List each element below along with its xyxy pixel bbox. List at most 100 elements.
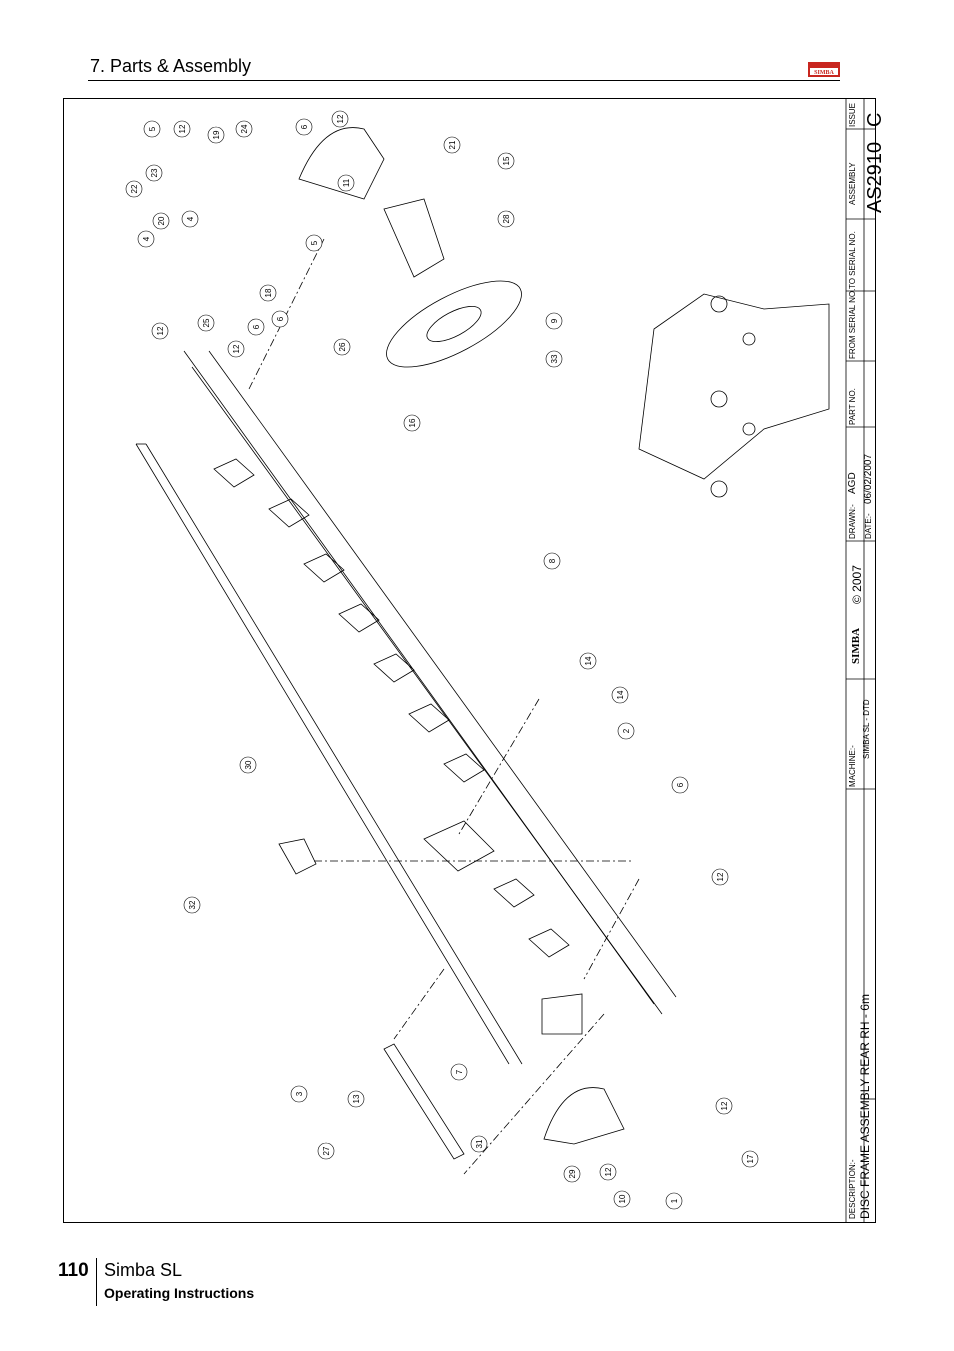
callout-label: 10	[618, 1194, 627, 1203]
callout-4: 4	[137, 230, 155, 248]
drawn-by: AGD	[847, 472, 858, 494]
drawing-date: 06/02/2007	[863, 453, 874, 504]
callout-17: 17	[741, 1150, 759, 1168]
from-serial-label: FROM SERIAL NO.	[848, 288, 857, 359]
date-label: DATE:-	[864, 513, 873, 539]
callout-6: 6	[671, 776, 689, 794]
callout-label: 18	[264, 288, 273, 297]
callout-label: 7	[455, 1069, 464, 1074]
callout-label: 24	[240, 124, 249, 133]
brand-logo-text: SIMBA	[814, 70, 834, 76]
callout-label: 30	[244, 760, 253, 769]
callout-9: 9	[545, 312, 563, 330]
callout-12: 12	[173, 120, 191, 138]
callout-label: 5	[148, 126, 157, 131]
callout-19: 19	[207, 126, 225, 144]
callout-16: 16	[403, 414, 421, 432]
callout-label: 12	[720, 1101, 729, 1110]
header-rule	[88, 80, 840, 81]
callout-label: 25	[202, 318, 211, 327]
callout-14: 14	[579, 652, 597, 670]
callout-label: 4	[186, 216, 195, 221]
callout-label: 12	[336, 114, 345, 123]
callout-8: 8	[543, 552, 561, 570]
callout-31: 31	[470, 1135, 488, 1153]
callout-1: 1	[665, 1192, 683, 1210]
callout-10: 10	[613, 1190, 631, 1208]
callout-label: 12	[178, 124, 187, 133]
callout-6: 6	[247, 318, 265, 336]
issue-label: ISSUE	[848, 102, 857, 127]
callout-5: 5	[143, 120, 161, 138]
callout-label: 20	[157, 216, 166, 225]
callout-12: 12	[227, 340, 245, 358]
callout-label: 6	[300, 124, 309, 129]
callout-23: 23	[145, 164, 163, 182]
product-name: Simba SL	[104, 1260, 183, 1280]
callout-label: 22	[130, 184, 139, 193]
footer-divider	[96, 1258, 97, 1306]
callout-6: 6	[295, 118, 313, 136]
callout-22: 22	[125, 180, 143, 198]
callout-label: 12	[232, 344, 241, 353]
assembly-label: ASSEMBLY	[848, 162, 857, 205]
callout-label: 33	[550, 354, 559, 363]
callout-label: 28	[502, 214, 511, 223]
callout-label: 6	[276, 316, 285, 321]
section-title: 7. Parts & Assembly	[90, 56, 252, 76]
callout-33: 33	[545, 350, 563, 368]
callout-label: 12	[716, 872, 725, 881]
page-number: 110	[58, 1260, 89, 1281]
callout-label: 5	[310, 240, 319, 245]
callout-label: 9	[550, 318, 559, 323]
callout-25: 25	[197, 314, 215, 332]
callout-12: 12	[331, 110, 349, 128]
description-label: DESCRIPTION:-	[848, 1159, 857, 1219]
callout-12: 12	[599, 1163, 617, 1181]
callout-21: 21	[443, 136, 461, 154]
callout-label: 13	[352, 1094, 361, 1103]
callout-label: 27	[322, 1146, 331, 1155]
callout-29: 29	[563, 1165, 581, 1183]
callout-label: 8	[548, 558, 557, 563]
company-logo: SIMBA	[850, 627, 862, 664]
copyright: © 2007	[850, 565, 864, 604]
callout-label: 14	[584, 656, 593, 665]
to-serial-label: TO SERIAL NO.	[848, 231, 857, 289]
callout-30: 30	[239, 756, 257, 774]
callout-label: 12	[604, 1167, 613, 1176]
callout-27: 27	[317, 1142, 335, 1160]
callout-label: 4	[142, 236, 151, 241]
callout-13: 13	[347, 1090, 365, 1108]
issue-value: C	[864, 112, 886, 127]
doc-subtitle: Operating Instructions	[104, 1285, 255, 1301]
callout-label: 17	[746, 1154, 755, 1163]
callout-14: 14	[611, 686, 629, 704]
callout-5: 5	[305, 234, 323, 252]
part-no-label: PART NO.	[848, 388, 857, 425]
callout-4: 4	[181, 210, 199, 228]
callout-6: 6	[271, 310, 289, 328]
callout-24: 24	[235, 120, 253, 138]
callout-12: 12	[151, 322, 169, 340]
callout-20: 20	[152, 212, 170, 230]
callout-2: 2	[617, 722, 635, 740]
callout-label: 12	[156, 326, 165, 335]
callout-label: 21	[448, 140, 457, 149]
callout-label: 2	[622, 728, 631, 733]
callout-label: 26	[338, 342, 347, 351]
brand-logo: SIMBA	[808, 62, 840, 77]
callout-11: 11	[337, 174, 355, 192]
callout-label: 6	[252, 324, 261, 329]
callout-18: 18	[259, 284, 277, 302]
callout-label: 29	[568, 1169, 577, 1178]
description: DISC FRAME ASSEMBLY REAR RH - 6m	[858, 994, 872, 1219]
callout-28: 28	[497, 210, 515, 228]
callout-label: 3	[295, 1091, 304, 1096]
callout-label: 23	[150, 168, 159, 177]
assembly-number: AS2910	[864, 141, 886, 213]
callout-32: 32	[183, 896, 201, 914]
callout-label: 31	[475, 1139, 484, 1148]
machine-value: SIMBA SL - DTD	[862, 699, 871, 759]
